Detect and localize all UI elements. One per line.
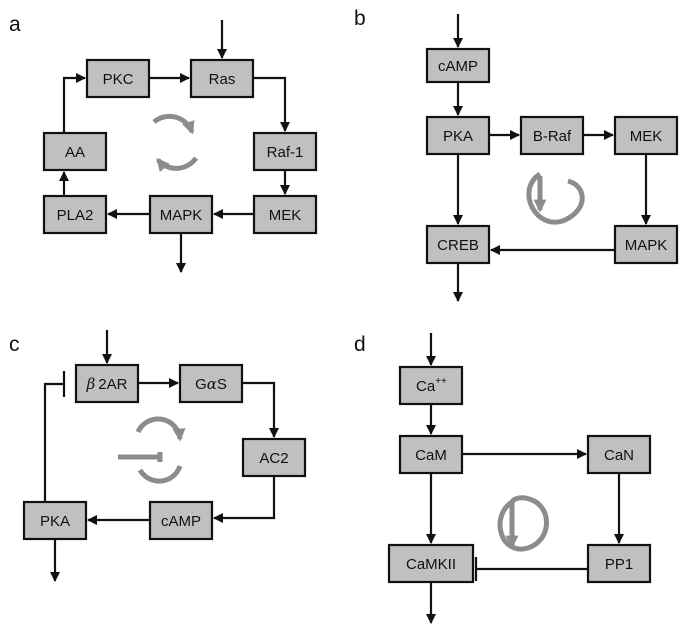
panel-label-d: d xyxy=(354,333,366,356)
node-camp: cAMP xyxy=(425,47,491,84)
svg-text:PP1: PP1 xyxy=(605,556,633,573)
arrow-gas-ac2 xyxy=(242,381,279,438)
svg-text:PKC: PKC xyxy=(103,71,134,88)
node-raf1: Raf-1 xyxy=(252,131,318,172)
svg-text:GαS: GαS xyxy=(195,375,227,393)
svg-text:PKA: PKA xyxy=(40,513,70,530)
svg-text:cAMP: cAMP xyxy=(161,513,201,530)
node-pla2: PLA2 xyxy=(42,194,108,235)
panel-b: b cAMP PKA B-Raf MEK MAPK CREB xyxy=(354,7,679,302)
svg-text:Ca++: Ca++ xyxy=(416,376,447,395)
svg-text:CaMKII: CaMKII xyxy=(406,556,456,573)
panel-label-b: b xyxy=(354,7,366,30)
panel-d: d Ca++ CaM CaN CaMKII PP1 xyxy=(354,333,652,624)
svg-text:B-Raf: B-Raf xyxy=(533,128,572,145)
panel-label-c: c xyxy=(9,333,20,356)
node-camp: cAMP xyxy=(148,500,214,541)
svg-text:PLA2: PLA2 xyxy=(57,207,94,224)
node-ca: Ca++ xyxy=(398,365,464,406)
svg-text:CaM: CaM xyxy=(415,447,447,464)
svg-text:MAPK: MAPK xyxy=(625,237,668,254)
svg-text:PKA: PKA xyxy=(443,128,473,145)
node-gas: GαS xyxy=(178,363,244,404)
node-mek: MEK xyxy=(252,194,318,235)
arrow-aa-pkc xyxy=(62,73,86,133)
node-braf: B-Raf xyxy=(519,115,585,156)
panel-a: a PKC Ras Raf-1 MEK MAPK PLA2 AA xyxy=(9,13,318,273)
node-pp1: PP1 xyxy=(586,543,652,584)
node-pka: PKA xyxy=(425,115,491,156)
node-mapk: MAPK xyxy=(613,224,679,265)
svg-text:AC2: AC2 xyxy=(259,450,288,467)
svg-text:MEK: MEK xyxy=(269,207,302,224)
svg-text:CREB: CREB xyxy=(437,237,479,254)
svg-text:MEK: MEK xyxy=(630,128,663,145)
svg-text:AA: AA xyxy=(65,144,85,161)
node-ac2: AC2 xyxy=(241,437,307,478)
node-pka: PKA xyxy=(22,500,88,541)
svg-text:Ras: Ras xyxy=(209,71,236,88)
node-mek: MEK xyxy=(613,115,679,156)
autoregulation-icon xyxy=(526,171,585,225)
svg-text:MAPK: MAPK xyxy=(160,207,203,224)
node-cam: CaM xyxy=(398,434,464,475)
arrow-ac2-camp xyxy=(213,476,276,523)
arrow-ras-raf1 xyxy=(253,76,290,132)
autoregulation-icon xyxy=(497,495,549,552)
svg-text:CaN: CaN xyxy=(604,447,634,464)
node-ras: Ras xyxy=(189,58,255,99)
node-pkc: PKC xyxy=(85,58,151,99)
node-aa: AA xyxy=(42,131,108,172)
node-camkii: CaMKII xyxy=(387,543,475,584)
svg-text:Raf-1: Raf-1 xyxy=(267,144,304,161)
node-mapk: MAPK xyxy=(148,194,214,235)
svg-text:cAMP: cAMP xyxy=(438,58,478,75)
cycle-inhibition-icon xyxy=(118,416,186,484)
node-creb: CREB xyxy=(425,224,491,265)
inhibition-pka-b2ar xyxy=(43,382,64,502)
node-can: CaN xyxy=(586,434,652,475)
panel-label-a: a xyxy=(9,13,21,36)
cycle-icon xyxy=(152,113,199,173)
